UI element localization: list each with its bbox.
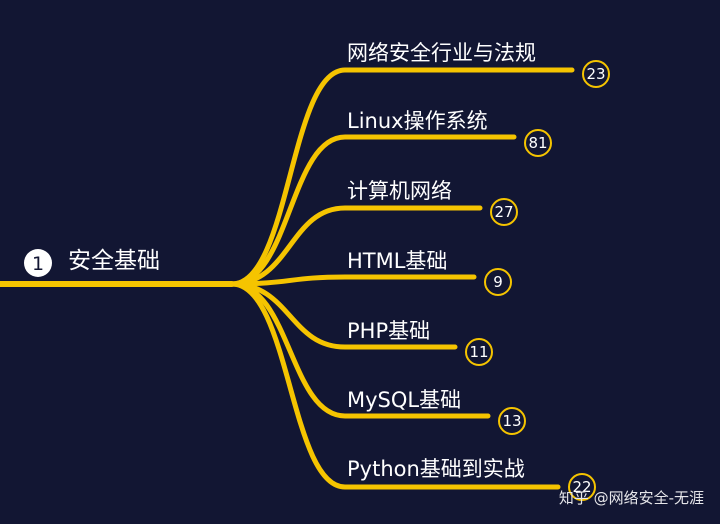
watermark: 知乎 @网络安全-无涯 [558, 489, 704, 507]
branch-connector [229, 274, 477, 287]
count-badge [568, 473, 596, 501]
count-value: 27 [494, 203, 513, 221]
branch-connector [229, 134, 517, 287]
branch-label: Python基础到实战 [347, 457, 525, 481]
branch-label: PHP基础 [347, 319, 430, 343]
root-label: 安全基础 [68, 248, 160, 274]
root-number: 1 [32, 253, 44, 275]
branch-label: HTML基础 [347, 249, 447, 273]
count-value: 13 [502, 412, 521, 430]
count-value: 81 [528, 134, 547, 152]
root-node[interactable]: 1 安全基础 [24, 248, 160, 277]
count-badge [484, 268, 512, 296]
branch-connector [229, 281, 561, 490]
count-value: 23 [586, 65, 605, 83]
branch-node[interactable]: HTML基础 9 [229, 249, 512, 296]
count-value: 22 [572, 478, 591, 496]
branch-node[interactable]: 计算机网络 27 [229, 179, 518, 287]
branch-group: 网络安全行业与法规23Linux操作系统81计算机网络27HTML基础9PHP基… [229, 41, 610, 501]
branch-node[interactable]: PHP基础 11 [229, 281, 493, 366]
count-value: 11 [469, 343, 488, 361]
count-badge [498, 407, 526, 435]
branch-connector [229, 205, 483, 287]
branch-label: 计算机网络 [347, 179, 452, 203]
branch-label: Linux操作系统 [347, 109, 488, 133]
count-badge [582, 60, 610, 88]
branch-node[interactable]: 网络安全行业与法规 23 [229, 41, 610, 287]
branch-label: 网络安全行业与法规 [347, 41, 536, 65]
count-badge [465, 338, 493, 366]
branch-connector [229, 281, 458, 350]
count-badge [490, 198, 518, 226]
count-value: 9 [493, 273, 503, 291]
branch-connector [229, 67, 575, 287]
branch-node[interactable]: Python基础到实战 22 [229, 281, 596, 501]
root-number-badge [24, 249, 52, 277]
count-badge [524, 129, 552, 157]
branch-label: MySQL基础 [347, 388, 461, 412]
branch-node[interactable]: Linux操作系统 81 [229, 109, 552, 287]
